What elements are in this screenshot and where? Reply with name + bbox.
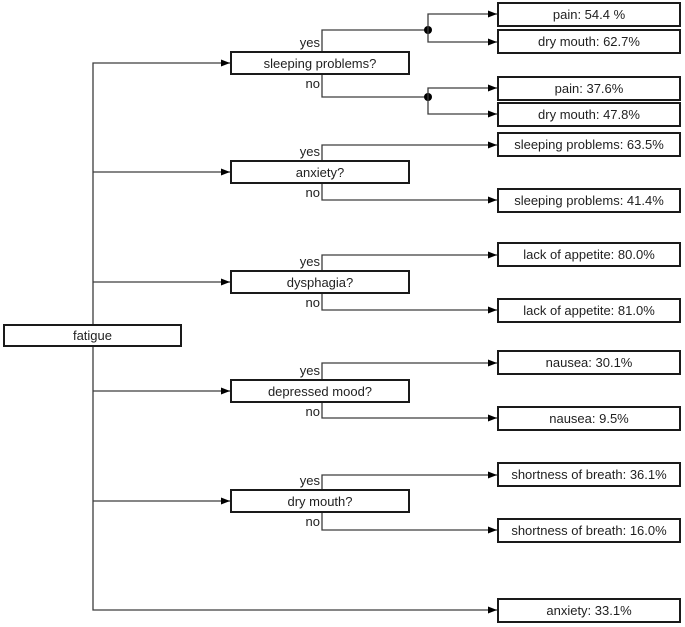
- trunk-and-branch-sleeping-problems: [92, 59, 230, 324]
- connector-anxiety-yes: [321, 141, 497, 160]
- outcome-node-shortness-of-breath-yes: shortness of breath: 36.1%: [497, 462, 681, 487]
- outcome-node-lack-of-appetite-no: lack of appetite: 81.0%: [497, 298, 681, 323]
- outcome-node-pain-yes: pain: 54.4 %: [497, 2, 681, 27]
- question-node-dry-mouth: dry mouth?: [230, 489, 410, 513]
- outcome-node-dry-mouth-no: dry mouth: 47.8%: [497, 102, 681, 127]
- yes-label-dysphagia: yes: [299, 254, 320, 269]
- outcome-node-sleeping-problems-yes: sleeping problems: 63.5%: [497, 132, 681, 157]
- connector-sleeping-no: [321, 75, 428, 98]
- connector-sleeping-yes-dry-mouth: [427, 30, 497, 46]
- connector-anxiety-no: [321, 184, 497, 204]
- no-label-depressed-mood: no: [305, 404, 320, 419]
- outcome-node-nausea-no: nausea: 9.5%: [497, 406, 681, 431]
- outcome-node-pain-no: pain: 37.6%: [497, 76, 681, 101]
- question-node-depressed-mood: depressed mood?: [230, 379, 410, 403]
- connector-sleeping-no-pain: [427, 84, 497, 97]
- yes-label-depressed-mood: yes: [299, 363, 320, 378]
- connector-depressed-no: [321, 403, 497, 422]
- connector-dysphagia-no: [321, 294, 497, 314]
- outcome-node-nausea-yes: nausea: 30.1%: [497, 350, 681, 375]
- no-label-dry-mouth: no: [305, 514, 320, 529]
- question-node-anxiety: anxiety?: [230, 160, 410, 184]
- outcome-node-sleeping-problems-no: sleeping problems: 41.4%: [497, 188, 681, 213]
- connector-dry-mouth-no: [321, 513, 497, 534]
- no-label-dysphagia: no: [305, 295, 320, 310]
- connector-depressed-yes: [321, 359, 497, 379]
- no-label-sleeping-problems: no: [305, 76, 320, 91]
- connector-dry-mouth-yes: [321, 471, 497, 489]
- connector-dysphagia-yes: [321, 251, 497, 270]
- yes-label-dry-mouth: yes: [299, 473, 320, 488]
- outcome-node-shortness-of-breath-no: shortness of breath: 16.0%: [497, 518, 681, 543]
- connector-sleeping-no-dry-mouth: [427, 97, 497, 118]
- connector-sleeping-yes: [321, 29, 428, 51]
- trunk-and-branch-direct-outcome: [92, 347, 497, 614]
- yes-label-sleeping-problems: yes: [299, 35, 320, 50]
- outcome-node-dry-mouth-yes: dry mouth: 62.7%: [497, 29, 681, 54]
- connector-sleeping-yes-pain: [427, 10, 497, 30]
- root-node-fatigue: fatigue: [3, 324, 182, 347]
- question-node-dysphagia: dysphagia?: [230, 270, 410, 294]
- outcome-node-anxiety-direct: anxiety: 33.1%: [497, 598, 681, 623]
- outcome-node-lack-of-appetite-yes: lack of appetite: 80.0%: [497, 242, 681, 267]
- no-label-anxiety: no: [305, 185, 320, 200]
- question-node-sleeping-problems: sleeping problems?: [230, 51, 410, 75]
- yes-label-anxiety: yes: [299, 144, 320, 159]
